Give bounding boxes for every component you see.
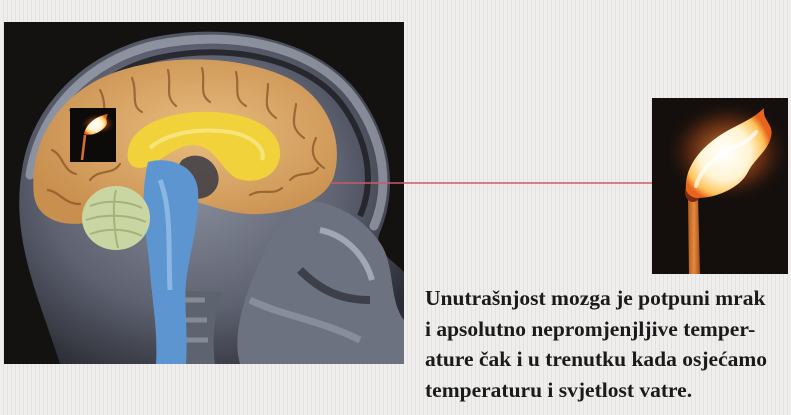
caption-line: temperaturu i svjetlost vatre. (425, 375, 787, 406)
cerebellum (82, 186, 150, 250)
flame-inset-icon (70, 108, 116, 162)
brain-scan-image (4, 22, 404, 364)
caption: Unutrašnjost mozga je potpuni mrak i aps… (425, 283, 787, 405)
caption-line: i apsolutno nepromjenjljive temper- (425, 314, 787, 345)
caption-line: ature čak i u trenutku kada osjećamo (425, 344, 787, 375)
caption-line: Unutrašnjost mozga je potpuni mrak (425, 283, 787, 314)
match-flame-icon (652, 98, 790, 274)
